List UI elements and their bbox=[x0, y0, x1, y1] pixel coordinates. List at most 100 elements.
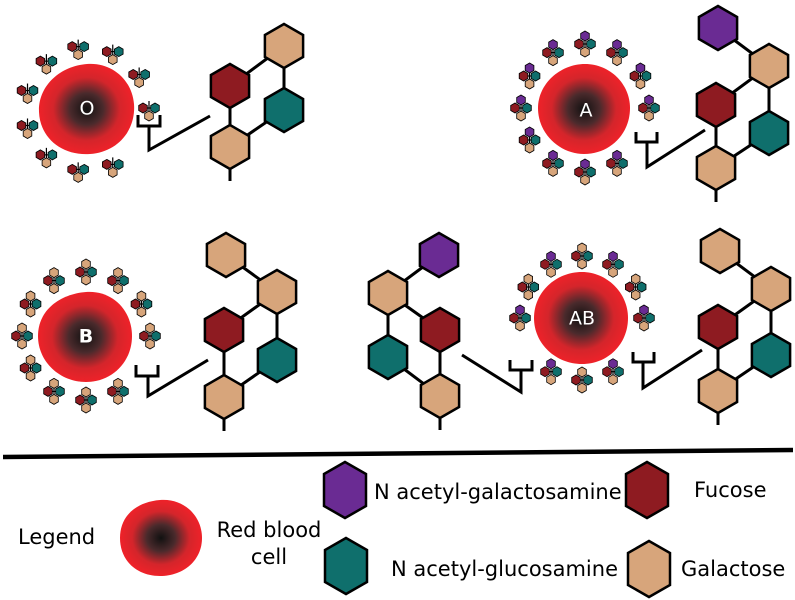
a-antigen-galactose-hex bbox=[644, 110, 654, 122]
a-structure-n-acetyl-galactosamine-hex bbox=[697, 4, 739, 52]
b-antigen-fucose-hex bbox=[139, 330, 149, 342]
b-antigen-fucose-hex bbox=[75, 394, 85, 406]
b-antigen-galactose-hex bbox=[25, 354, 36, 366]
b-antigen-fucose-hex bbox=[130, 298, 141, 310]
a-antigen-n-acetyl-glucosamine-hex bbox=[554, 157, 564, 169]
a-antigen-n-acetyl-galactosamine-hex bbox=[524, 62, 535, 74]
o-antigen-fucose-hex bbox=[67, 41, 77, 53]
o-antigen-fucose-hex bbox=[16, 120, 27, 131]
ab-antigen-n-acetyl-glucosamine-hex bbox=[521, 312, 531, 324]
b-antigen-fucose-hex bbox=[107, 275, 117, 287]
o-antigen-n-acetyl-glucosamine-hex bbox=[79, 163, 89, 175]
ab-antigen-n-acetyl-galactosamine-hex bbox=[546, 250, 556, 262]
cell-label-ab: AB bbox=[569, 308, 595, 330]
legend-title: Legend bbox=[18, 525, 95, 549]
red-blood-cell-b: B bbox=[38, 291, 132, 382]
a-antigen-fucose-hex bbox=[518, 134, 529, 146]
b-antigen-galactose-hex bbox=[49, 393, 59, 405]
a-antigen-n-acetyl-glucosamine-hex bbox=[618, 47, 628, 59]
b-antigen-galactose-hex bbox=[81, 258, 91, 270]
connector-b bbox=[134, 358, 209, 399]
a-antigen-n-acetyl-galactosamine-hex bbox=[524, 126, 535, 138]
rbc-body bbox=[38, 63, 135, 155]
a-antigen-galactose-hex bbox=[635, 78, 646, 90]
a-structure-galactose-hex bbox=[748, 42, 790, 90]
o-structure-galactose-hex bbox=[263, 22, 305, 70]
a-antigen-fucose-hex bbox=[542, 157, 552, 169]
b-antigen-galactose-hex bbox=[25, 306, 36, 318]
ab-antigen-n-acetyl-glucosamine-hex bbox=[552, 366, 562, 378]
o-antigen-galactose-hex bbox=[22, 93, 33, 104]
ab-antigen-fucose-hex bbox=[571, 250, 581, 262]
a-antigen-galactose-hex bbox=[548, 55, 558, 67]
b-structure-galactose-hex bbox=[203, 373, 245, 421]
b-antigen-fucose-hex bbox=[43, 385, 53, 397]
b-antigen-galactose-hex bbox=[113, 267, 123, 279]
a-structure-fucose-hex bbox=[695, 81, 737, 129]
rbc-body bbox=[534, 272, 628, 364]
ab-antigen-galactose-hex bbox=[577, 382, 587, 394]
cell-label-b: B bbox=[79, 326, 93, 348]
a-antigen-fucose-hex bbox=[606, 47, 616, 59]
o-antigen-n-acetyl-glucosamine-hex bbox=[28, 120, 39, 131]
b-antigen-n-acetyl-glucosamine-hex bbox=[119, 275, 129, 287]
o-antigen-galactose-hex bbox=[41, 157, 52, 169]
ab-antigen-galactose-hex bbox=[631, 273, 641, 285]
ab-antigen-n-acetyl-glucosamine-hex bbox=[614, 258, 624, 270]
o-antigen-fucose-hex bbox=[67, 163, 77, 175]
b-antigen-n-acetyl-glucosamine-hex bbox=[87, 394, 97, 406]
b-antigen-galactose-hex bbox=[81, 274, 91, 286]
ab-antigen-n-acetyl-glucosamine-hex bbox=[529, 281, 539, 293]
o-antigen-fucose-hex bbox=[138, 102, 148, 114]
b-antigen-galactose-hex bbox=[81, 402, 91, 414]
a-antigen-n-acetyl-glucosamine-hex bbox=[586, 166, 596, 178]
o-structure-galactose-hex bbox=[209, 123, 251, 171]
antigen-structures bbox=[203, 4, 792, 431]
ab-antigen-galactose-hex bbox=[577, 366, 587, 378]
b-antigen-n-acetyl-glucosamine-hex bbox=[23, 330, 33, 342]
ab-right-structure-galactose-hex bbox=[697, 367, 739, 415]
ab-antigen-n-acetyl-glucosamine-hex bbox=[637, 281, 647, 293]
ab-left-structure-n-acetyl-galactosamine-hex bbox=[418, 231, 460, 279]
o-antigen-n-acetyl-glucosamine-hex bbox=[114, 158, 124, 170]
ab-antigen-galactose-hex bbox=[577, 242, 587, 254]
ab-antigen-galactose-hex bbox=[546, 374, 556, 386]
legend-n-acetyl-galactosamine-label: N acetyl-galactosamine bbox=[374, 480, 622, 504]
a-antigen-n-acetyl-galactosamine-hex bbox=[644, 94, 654, 106]
a-antigen-galactose-hex bbox=[612, 55, 622, 67]
cell-label-a: A bbox=[580, 100, 593, 122]
o-antigen-fucose-hex bbox=[128, 69, 138, 80]
legend-fucose-label: Fucose bbox=[694, 478, 767, 502]
ab-right-structure-galactose-hex bbox=[750, 265, 792, 313]
a-antigen-galactose-hex bbox=[612, 165, 622, 177]
legend-fucose-hex bbox=[624, 460, 670, 520]
legend-galactose-label: Galactose bbox=[681, 557, 785, 581]
o-antigen-fucose-hex bbox=[102, 46, 112, 58]
ab-antigen-fucose-hex bbox=[625, 281, 635, 293]
ab-antigen-fucose-hex bbox=[540, 366, 550, 378]
b-antigen-galactose-hex bbox=[136, 306, 147, 318]
surface-antigens bbox=[11, 30, 660, 414]
ab-antigen-n-acetyl-galactosamine-hex bbox=[608, 250, 618, 262]
a-antigen-fucose-hex bbox=[574, 38, 584, 50]
connector-o bbox=[136, 114, 211, 153]
b-antigen-n-acetyl-glucosamine-hex bbox=[55, 275, 65, 287]
a-antigen-n-acetyl-galactosamine-hex bbox=[612, 149, 622, 161]
o-antigen-fucose-hex bbox=[16, 85, 27, 96]
ab-antigen-galactose-hex bbox=[515, 320, 525, 332]
a-antigen-galactose-hex bbox=[580, 46, 590, 58]
a-structure-galactose-hex bbox=[695, 144, 737, 192]
ab-antigen-galactose-hex bbox=[523, 289, 533, 301]
b-antigen-n-acetyl-glucosamine-hex bbox=[87, 266, 97, 278]
legend: Legend Red blood cell N acetyl-galactosa… bbox=[18, 460, 785, 599]
ab-antigen-galactose-hex bbox=[608, 374, 618, 386]
legend-separator bbox=[2, 447, 794, 460]
o-antigen-galactose-hex bbox=[41, 63, 52, 75]
b-antigen-fucose-hex bbox=[19, 298, 30, 310]
o-antigen-n-acetyl-glucosamine-hex bbox=[79, 41, 89, 53]
a-antigen-n-acetyl-galactosamine-hex bbox=[516, 94, 526, 106]
ab-right-structure-fucose-hex bbox=[697, 303, 739, 351]
legend-rbc-label-line2: cell bbox=[251, 545, 287, 569]
o-antigen-fucose-hex bbox=[35, 149, 46, 161]
a-antigen-galactose-hex bbox=[580, 174, 590, 186]
